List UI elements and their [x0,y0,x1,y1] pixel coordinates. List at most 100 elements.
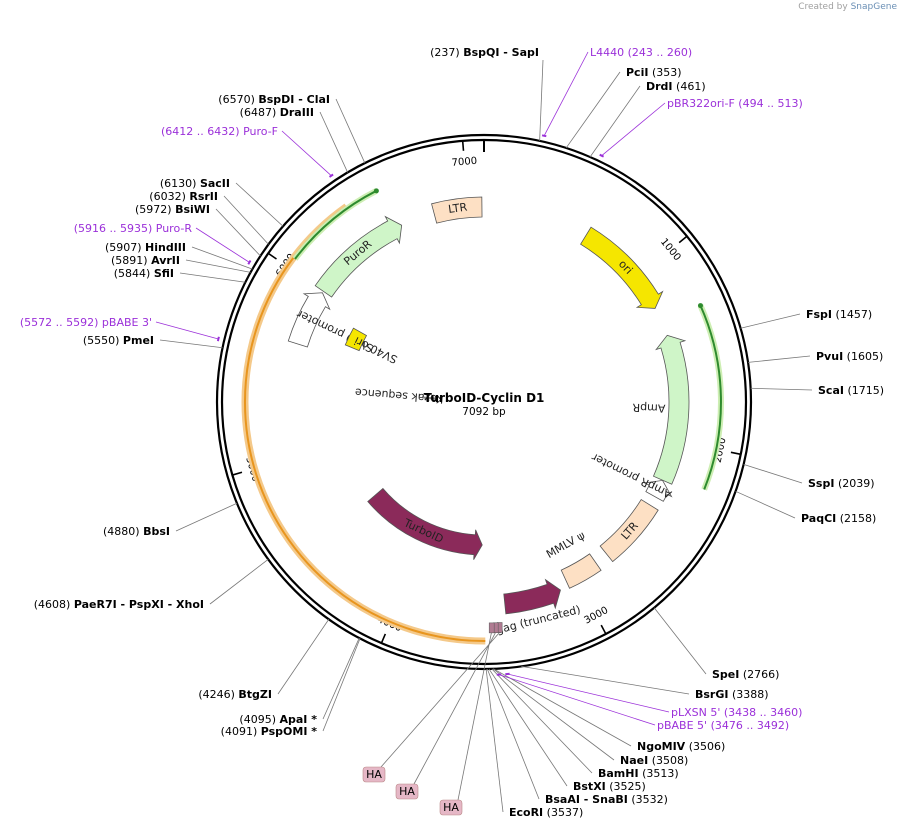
enzyme-label[interactable]: (4880) BbsI [103,525,170,538]
enzyme-name: BsiWI [175,203,210,216]
enzyme-label[interactable]: (6570) BspDI - ClaI [218,93,330,106]
leader-line [191,246,253,270]
primer-name: pBABE 5' [657,719,707,732]
enzyme-name: BbsI [143,525,170,538]
enzyme-name: PvuI [816,350,843,363]
enzyme-label[interactable]: PvuI (1605) [816,350,883,363]
primer-label[interactable]: (6412 .. 6432) Puro-F [161,125,278,138]
primer-label[interactable]: pBABE 5' (3476 .. 3492) [657,719,789,732]
enzyme-label[interactable]: ScaI (1715) [818,384,884,397]
turboid-feature[interactable] [367,487,483,560]
green-track-arrowhead [697,303,703,309]
plasmid-name: TurboID-Cyclin D1 [424,391,545,405]
ltr-5-label: LTR [447,201,468,216]
enzyme-position: (4608) [34,598,71,611]
enzyme-label[interactable]: (4091) PspOMI * [221,725,318,738]
ha-tag-box[interactable] [362,766,386,783]
leader-line [565,71,621,149]
enzyme-name: EcoRI [509,806,543,819]
enzyme-name: BspQI - SapI [463,46,539,59]
enzyme-name: PaqCI [801,512,836,525]
leader-line [735,490,796,519]
enzyme-label[interactable]: BamHI (3513) [598,767,679,780]
green-track-arrowhead [373,188,379,194]
tick-mark [600,624,607,635]
ha-leader-line [457,632,492,801]
enzyme-label[interactable]: (6487) DraIII [240,106,314,119]
enzyme-name: PciI [626,66,648,79]
enzyme-label[interactable]: FspI (1457) [806,308,872,321]
primer-name: Puro-F [243,125,278,138]
mmlv-psi-feature[interactable] [560,553,602,589]
enzyme-label[interactable]: SpeI (2766) [712,668,779,681]
leader-line [486,668,540,800]
enzyme-position: (2766) [743,668,780,681]
enzyme-label[interactable]: DrdI (461) [646,80,706,93]
enzyme-label[interactable]: NgoMIV (3506) [637,740,725,753]
plasmid-length: 7092 bp [462,406,506,418]
enzyme-label[interactable]: NaeI (3508) [620,754,688,767]
enzyme-label[interactable]: PaqCI (2158) [801,512,876,525]
enzyme-label[interactable]: BstXI (3525) [573,780,646,793]
primer-leader-line [507,673,670,713]
leader-line [215,208,261,257]
enzyme-label[interactable]: (6130) SacII [160,177,230,190]
enzyme-label[interactable]: (5891) AvrII [111,254,180,267]
primer-range: (5916 .. 5935) [74,222,153,235]
enzyme-label[interactable]: (4095) ApaI * [239,713,317,726]
enzyme-position: (3388) [732,688,769,701]
enzyme-label[interactable]: PciI (353) [626,66,682,79]
enzyme-name: FspI [806,308,832,321]
primer-range: (494 .. 513) [738,97,803,110]
primer-name: pBR322ori-F [667,97,735,110]
enzyme-label[interactable]: (6032) RsrII [149,190,218,203]
enzyme-label[interactable]: EcoRI (3537) [509,806,583,819]
enzyme-label[interactable]: (5907) HindIII [105,241,186,254]
enzyme-label[interactable]: (5844) SfiI [114,267,174,280]
enzyme-label[interactable]: SspI (2039) [808,477,875,490]
mmlv-psi-label: MMLV ψ [544,529,587,561]
leader-line [159,339,223,349]
primer-label[interactable]: pLXSN 5' (3438 .. 3460) [671,706,802,719]
primer-name: Puro-R [156,222,193,235]
ltr-3-feature[interactable] [599,499,659,563]
ha-tag-box[interactable] [439,799,463,816]
leader-line [175,502,238,532]
primer-label[interactable]: (5916 .. 5935) Puro-R [74,222,193,235]
enzyme-label[interactable]: BsaAI - SnaBI (3532) [545,793,668,806]
enzyme-position: (4246) [198,688,235,701]
green-track [699,305,722,490]
primer-label[interactable]: (5572 .. 5592) pBABE 3' [20,316,152,329]
sv40-promoter-feature[interactable] [287,292,331,348]
enzyme-label[interactable]: (237) BspQI - SapI [430,46,539,59]
ampr-promoter-feature[interactable] [643,479,673,502]
ampr-label: AmpR [632,401,666,415]
ori-feature[interactable] [580,226,664,309]
leader-line [209,558,269,605]
enzyme-label[interactable]: (5550) PmeI [83,334,154,347]
puror-feature[interactable] [314,215,403,298]
ampr-feature[interactable] [652,334,690,485]
enzyme-position: (5972) [135,203,172,216]
snapgene-logo-text: SnapGene [850,2,897,12]
primer-label[interactable]: pBR322ori-F (494 .. 513) [667,97,803,110]
enzyme-position: (4880) [103,525,140,538]
enzyme-label[interactable]: (5972) BsiWI [135,203,210,216]
enzyme-name: BtgZI [238,688,272,701]
green-track [294,189,377,260]
enzyme-label[interactable]: (4246) BtgZI [198,688,272,701]
snapgene-credit: Created by SnapGene [798,2,897,12]
enzyme-name: NaeI [620,754,648,767]
ha-tag-label: HA [366,768,382,781]
sv40-ori-feature[interactable] [344,327,368,352]
enzyme-label[interactable]: (4608) PaeR7I - PspXI - XhoI [34,598,204,611]
ltr-5-feature[interactable] [431,196,483,224]
enzyme-name: BsrGI [695,688,728,701]
tick-label: 7000 [451,156,477,169]
primer-mark [328,173,334,178]
primer-label[interactable]: L4440 (243 .. 260) [590,46,692,59]
gag-truncated-feature[interactable] [503,578,561,615]
enzyme-name: BspDI - ClaI [258,93,330,106]
enzyme-label[interactable]: BsrGI (3388) [695,688,769,701]
ha-tag-box[interactable] [395,783,419,800]
